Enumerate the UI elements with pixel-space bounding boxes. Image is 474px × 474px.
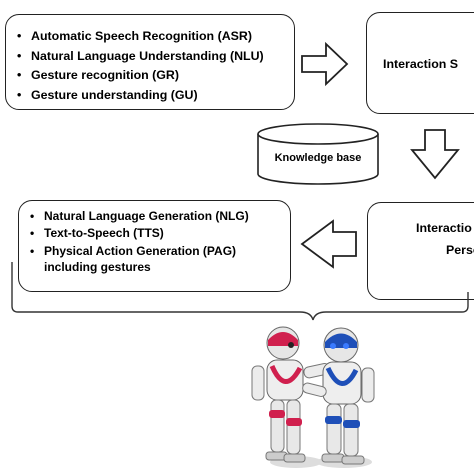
robot-blue-icon bbox=[302, 327, 375, 468]
list-item: Natural Language Generation (NLG) bbox=[30, 208, 249, 226]
bracket-brace-icon bbox=[11, 262, 469, 321]
interaction-person-label-line1: Interactio bbox=[416, 221, 472, 235]
list-item: Natural Language Understanding (NLU) bbox=[17, 47, 264, 67]
left-arrow-icon bbox=[300, 219, 357, 269]
interaction-person-box: Interactio Perso bbox=[367, 202, 474, 300]
output-continuation-text: including gestures bbox=[44, 260, 151, 274]
list-item: Automatic Speech Recognition (ASR) bbox=[17, 27, 264, 47]
input-processing-list: Automatic Speech Recognition (ASR) Natur… bbox=[17, 27, 264, 105]
interaction-person-label-line2: Perso bbox=[446, 243, 474, 257]
list-item: Gesture understanding (GU) bbox=[17, 86, 264, 106]
list-item: Gesture recognition (GR) bbox=[17, 66, 264, 86]
list-item: Physical Action Generation (PAG) bbox=[30, 243, 249, 261]
input-processing-box: Automatic Speech Recognition (ASR) Natur… bbox=[5, 14, 295, 110]
robot-red-icon bbox=[251, 326, 331, 468]
knowledge-base-label: Knowledge base bbox=[274, 152, 362, 164]
interaction-box-label: Interaction S bbox=[383, 57, 459, 71]
database-icon bbox=[257, 123, 379, 185]
interaction-box: Interaction S bbox=[366, 12, 474, 114]
output-generation-list: Natural Language Generation (NLG) Text-t… bbox=[30, 208, 249, 261]
down-arrow-icon bbox=[410, 129, 460, 180]
output-generation-box: Natural Language Generation (NLG) Text-t… bbox=[18, 200, 291, 292]
right-arrow-icon bbox=[301, 41, 349, 87]
robots-illustration bbox=[251, 326, 375, 468]
list-item: Text-to-Speech (TTS) bbox=[30, 225, 249, 243]
